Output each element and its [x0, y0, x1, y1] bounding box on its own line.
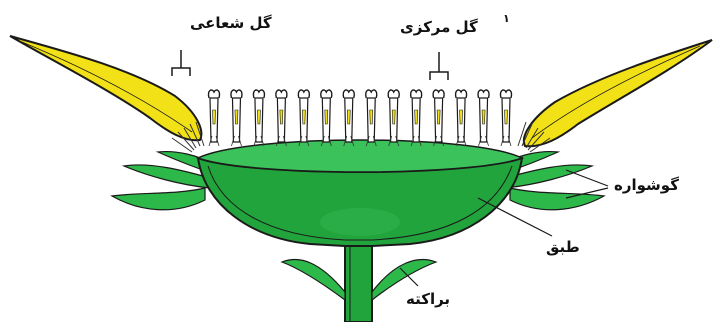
- disc-flower-mark: ۱: [503, 12, 510, 25]
- bract-label: براکته: [406, 290, 450, 308]
- receptacle-label: طبق: [546, 238, 580, 256]
- disc-flower: [433, 90, 444, 146]
- disc-flower: [501, 90, 512, 146]
- ray-flower-label: گل شعاعی: [190, 14, 272, 32]
- disc-flower: [388, 90, 399, 146]
- disc-flower: [456, 90, 467, 146]
- disc-flower: [366, 90, 377, 146]
- disc-flowers: [209, 90, 512, 146]
- disc-flower: [298, 90, 309, 146]
- receptacle-top: [198, 140, 522, 172]
- ray-flower-left: [10, 36, 201, 140]
- disc-flower: [411, 90, 422, 146]
- disc-flower: [343, 90, 354, 146]
- disc-flower: [231, 90, 242, 146]
- involucre-right-lower: [510, 188, 604, 210]
- disc-flower: [276, 90, 287, 146]
- involucre-left-lower: [112, 188, 205, 210]
- disc-flower: [253, 90, 264, 146]
- disc-flower: [478, 90, 489, 146]
- ray-flower-bracket: [172, 50, 190, 76]
- involucre-label: گوشواره: [614, 176, 679, 194]
- disc-flower: [321, 90, 332, 146]
- disc-flower: [209, 90, 220, 146]
- disc-flower-label: گل مرکزی: [400, 18, 478, 36]
- ray-flower-right: [524, 40, 712, 146]
- involucre-leader-1: [566, 170, 608, 186]
- bract-left: [282, 260, 345, 300]
- receptacle-highlight: [320, 208, 400, 236]
- disc-flower-bracket: [430, 52, 448, 80]
